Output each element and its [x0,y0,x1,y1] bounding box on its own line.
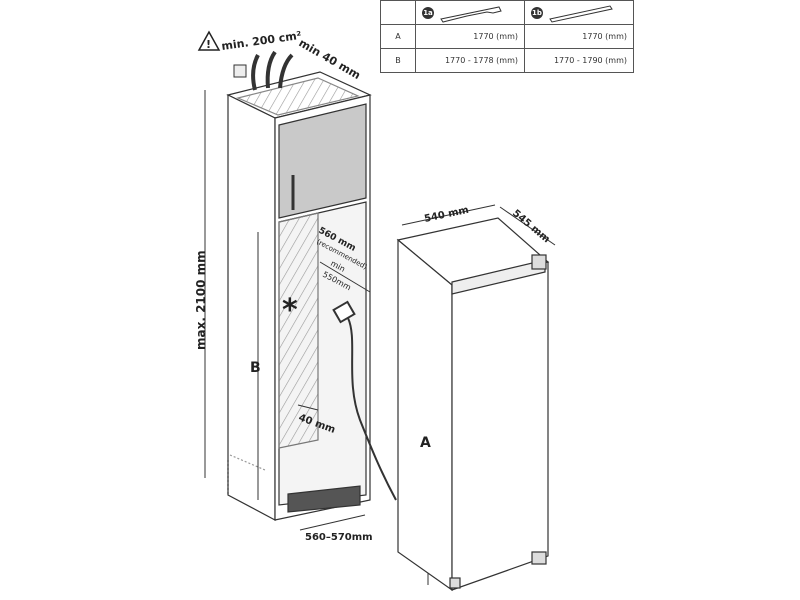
top-hinge [531,254,547,270]
cabinet-width-label: 560–570mm [305,532,373,543]
fridge-width-label: 540 mm [423,205,470,225]
cell: 1770 (mm) [524,24,634,49]
fridge [396,217,550,592]
cabinet [226,71,372,521]
warning-icon: ! [197,30,221,51]
table-row: B 1770 - 1778 (mm) 1770 - 1790 (mm) [380,48,634,73]
rail-1b-icon [548,4,613,23]
dimension-table: 1a 1b A 1770 (mm) 1770 (mm) B 1770 - 177… [380,0,634,73]
svg-text:!: ! [206,38,211,51]
bottom-hinge [531,551,547,565]
badge-1a: 1a [422,7,434,19]
max-height-label: max. 2100 mm [194,250,208,350]
outlet-icon [233,64,247,78]
badge-1b: 1b [531,7,543,19]
ventilation-label: min. 200 cm² [221,29,303,53]
power-cord [332,300,397,501]
ventilation-grille [287,485,361,513]
row-label: A [380,24,416,49]
hinge-bracket-1a-icon [439,5,502,23]
height-a-label: A [420,435,431,451]
asterisk: * [282,293,298,328]
cell: 1770 - 1778 (mm) [415,48,525,73]
height-b-label: B [250,360,261,376]
cell: 1770 - 1790 (mm) [524,48,634,73]
upper-door [278,103,367,219]
